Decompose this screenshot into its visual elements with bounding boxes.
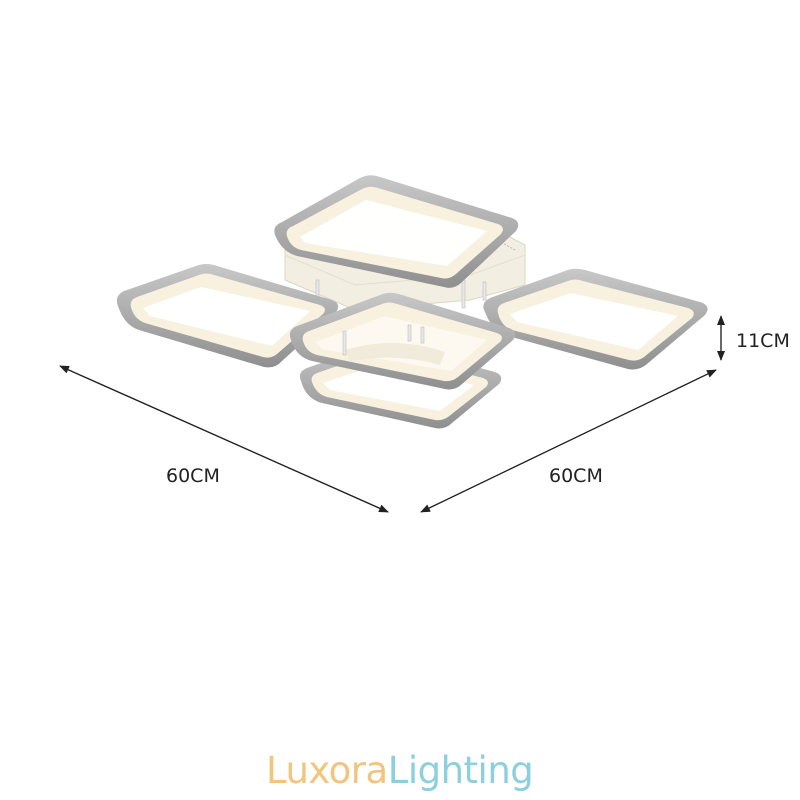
brand-name-part1: Luxora [266, 749, 388, 792]
height-label: 11CM [736, 330, 790, 352]
width-left-label: 60CM [166, 465, 220, 487]
lamp-ring-center [289, 292, 516, 390]
lamp-ring-left [116, 264, 339, 368]
lamp-ring-right [483, 268, 708, 370]
dimension-arrows [59, 315, 725, 513]
brand-name-part2: Lighting [387, 749, 534, 792]
lamp-ring-back [274, 175, 519, 288]
brand-logo: LuxoraLighting [266, 749, 534, 792]
width-right-label: 60CM [549, 465, 603, 487]
